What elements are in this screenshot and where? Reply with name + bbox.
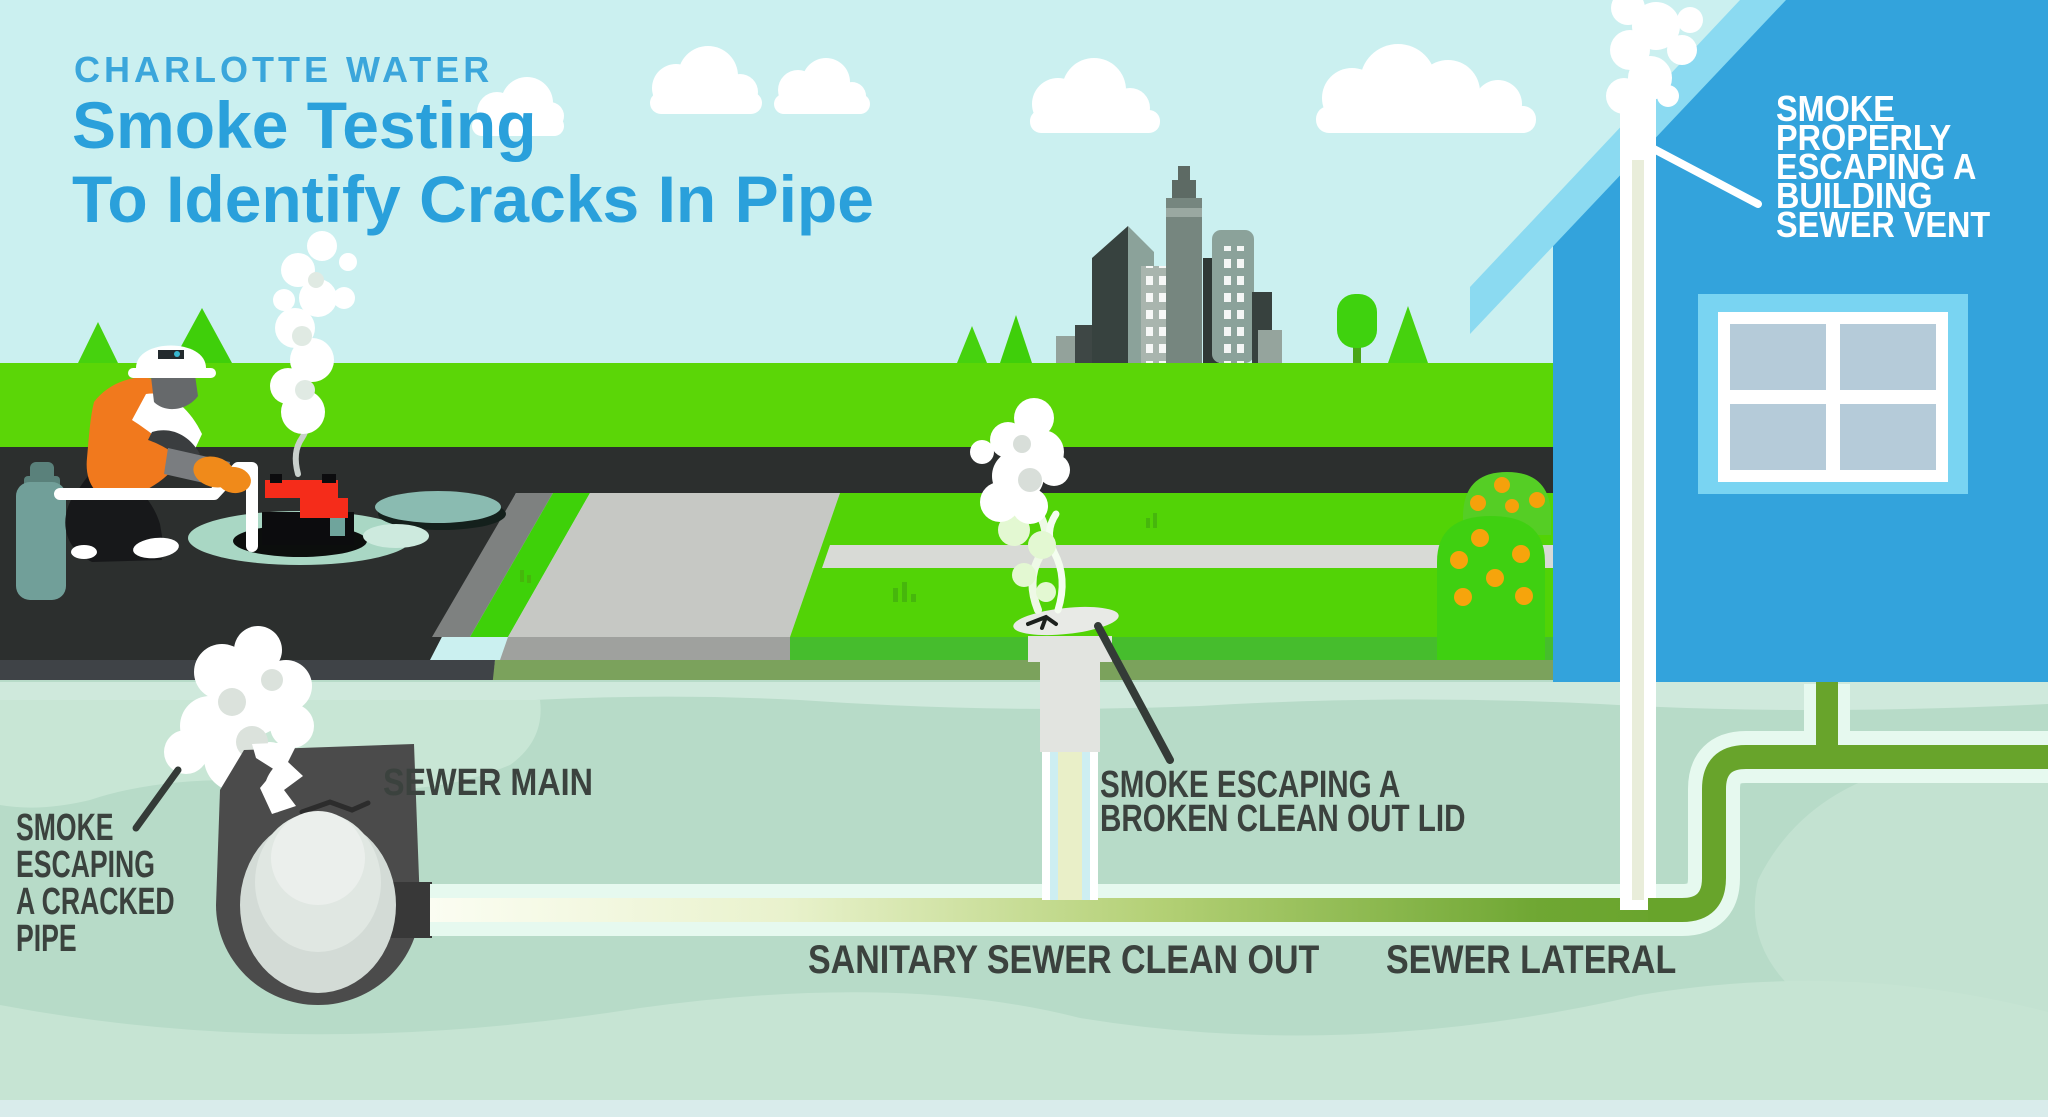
machine-smoke	[270, 231, 357, 477]
page-title: Smoke Testing To Identify Cracks In Pipe	[72, 88, 874, 236]
label-cracked-pipe-line: PIPE	[16, 918, 77, 960]
building-sewer-vent-pipe	[1620, 96, 1656, 910]
cloud	[1030, 58, 1160, 133]
tree	[1337, 294, 1377, 348]
pipe-crack	[252, 742, 303, 814]
label-cracked-pipe-line: A CRACKED	[16, 881, 175, 923]
sewer-main-pipe	[164, 626, 432, 1005]
curb	[432, 493, 553, 637]
underground-wave	[0, 980, 2048, 1117]
label-sanitary-clean-out: SANITARY SEWER CLEAN OUT	[808, 938, 1320, 982]
grass-strip	[470, 493, 590, 637]
lid-crack	[1026, 614, 1058, 630]
tree	[1000, 315, 1032, 363]
gas-cylinder	[16, 462, 66, 600]
label-cracked-pipe-line: ESCAPING	[16, 844, 155, 886]
cloud	[472, 77, 564, 136]
broken-clean-out-lid	[1013, 606, 1119, 636]
label-clean-out-lid-line: BROKEN CLEAN OUT LID	[1100, 798, 1466, 840]
brand-eyebrow: CHARLOTTE WATER	[74, 49, 494, 90]
label-clean-out-lid-line: SMOKE ESCAPING A	[1100, 764, 1401, 806]
label-vent-line: BUILDING	[1776, 175, 1933, 216]
pipe-crack	[299, 799, 371, 815]
lawn-bush	[1437, 472, 1551, 660]
city-skyline	[1056, 166, 1282, 363]
shoe	[133, 537, 179, 559]
shoe	[71, 545, 97, 559]
page-title-line1: Smoke Testing	[72, 88, 537, 162]
grass	[0, 363, 1553, 447]
label-sewer-lateral: SEWER LATERAL	[1386, 938, 1677, 982]
hard-hat-logo	[158, 350, 184, 359]
underground-topband	[0, 682, 2048, 713]
window	[1730, 324, 1936, 470]
label-vent-line: SMOKE	[1776, 88, 1895, 129]
smoke-blower-machine	[262, 474, 354, 545]
label-cracked-pipe-line: SMOKE	[16, 807, 114, 849]
pointer-line-clean-out	[1094, 622, 1174, 764]
driveway-face	[500, 637, 790, 660]
manhole-cover	[363, 491, 506, 548]
cloud	[650, 46, 762, 114]
label-sewer-main: SEWER MAIN	[383, 762, 593, 804]
clouds	[472, 44, 1536, 136]
page-title-line2: To Identify Cracks In Pipe	[72, 162, 874, 236]
cloud	[1316, 44, 1536, 133]
pointer-line-vent	[1648, 144, 1762, 208]
head	[150, 368, 198, 410]
tree	[1388, 306, 1428, 363]
label-vent-line: SEWER VENT	[1776, 204, 1991, 245]
label-vent-line: PROPERLY	[1776, 117, 1952, 158]
label-clean-out-lid: SMOKE ESCAPING A BROKEN CLEAN OUT LID	[1100, 764, 1466, 840]
vent-smoke	[1606, 0, 1703, 144]
underground-wave	[1754, 756, 2048, 1045]
hard-hat-brim	[128, 368, 216, 378]
soil-edge	[492, 660, 1553, 682]
clean-out-riser	[1013, 606, 1119, 900]
driveway	[508, 493, 840, 637]
worker-figure	[65, 345, 216, 562]
tree	[78, 322, 118, 363]
lawn-face	[790, 637, 1553, 660]
hard-hat	[136, 345, 206, 373]
label-cracked-pipe: SMOKE ESCAPING A CRACKED PIPE	[16, 807, 175, 960]
glove	[217, 466, 251, 494]
grass-blades	[520, 513, 1157, 602]
cloud	[774, 58, 870, 114]
pointer-line-cracked-pipe	[132, 766, 182, 832]
clean-out-smoke	[970, 398, 1070, 614]
label-vent-line: ESCAPING A	[1776, 146, 1977, 187]
label-vent: SMOKE PROPERLY ESCAPING A BUILDING SEWER…	[1776, 88, 1991, 245]
sidewalk	[822, 545, 1553, 568]
tree	[957, 326, 987, 363]
underground-bottom-strip	[0, 1100, 2048, 1117]
